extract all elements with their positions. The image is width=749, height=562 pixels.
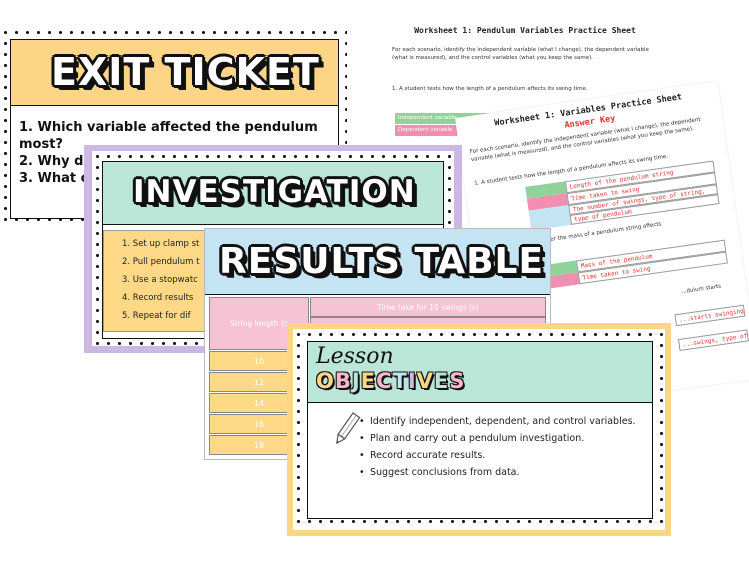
investigation-title: INVESTIGATION [133, 174, 416, 210]
objectives-card: Lesson OBJECTIVES Identify independent, … [307, 341, 653, 519]
objectives-title: OBJECTIVES [316, 369, 465, 393]
exit-ticket-question: 2. Why do [19, 154, 93, 169]
worksheet-question-1: 1. A student tests how the length of a p… [392, 86, 588, 92]
objectives-title-letter: E [433, 369, 450, 393]
investigation-step: 5. Repeat for dif [122, 311, 191, 321]
lesson-objectives-slide: Lesson OBJECTIVES Identify independent, … [287, 323, 671, 536]
answer-key-question-3: ...dulum starts [681, 283, 722, 296]
exit-ticket-title: EXIT TICKET [51, 50, 320, 94]
answer-key-row-color [528, 205, 572, 231]
objective-item: Identify independent, dependent, and con… [359, 416, 636, 427]
objective-item: Suggest conclusions from data. [359, 467, 519, 478]
results-column-time: Time take for 10 swings (s) [310, 297, 546, 317]
answer-key-q3-answer: ...swings, type of [677, 329, 749, 352]
exit-ticket-question: 3. What c [19, 171, 89, 186]
objectives-title-letter: T [392, 369, 408, 393]
pencil-icon [336, 412, 361, 445]
objective-item: Plan and carry out a pendulum investigat… [359, 433, 584, 444]
worksheet-instructions: For each scenario, identify the independ… [392, 47, 649, 61]
objectives-title-letter: J [351, 369, 361, 393]
objectives-title-letter: V [416, 369, 434, 393]
objectives-title-letter: B [334, 369, 352, 393]
exit-ticket-header: EXIT TICKET [11, 40, 338, 106]
objectives-title-letter: I [407, 369, 417, 393]
exit-ticket-question: most? [19, 137, 63, 152]
objectives-title-letter: S [449, 369, 466, 393]
objectives-title-letter: E [360, 369, 377, 393]
objectives-title-letter: C [376, 369, 393, 393]
investigation-step: 3. Use a stopwatc [122, 275, 198, 285]
worksheet-row-independent: Independent variable [395, 113, 495, 124]
worksheet-page: Worksheet 1: Pendulum Variables Practice… [380, 18, 670, 138]
investigation-step: 4. Record results [122, 293, 194, 303]
results-length-cell: 14 [209, 393, 309, 413]
results-table-title: RESULTS TABLE [219, 241, 545, 282]
objective-item: Record accurate results. [359, 450, 485, 461]
worksheet-title: Worksheet 1: Pendulum Variables Practice… [414, 26, 636, 35]
objectives-header: Lesson OBJECTIVES [308, 342, 652, 403]
investigation-step: 2. Pull pendulum t [122, 257, 200, 267]
objectives-lesson-word: Lesson [316, 344, 394, 369]
worksheet-row-dependent: Dependent variable [395, 125, 495, 136]
results-length-cell: 12 [209, 372, 309, 392]
answer-key-q3-answer: ...starts swinging [674, 304, 746, 327]
objectives-title-letter: O [316, 369, 335, 393]
results-table-header: RESULTS TABLE [205, 229, 550, 295]
exit-ticket-question: 1. Which variable affected the pendulum [19, 120, 318, 135]
investigation-header: INVESTIGATION [103, 162, 443, 225]
investigation-step: 1. Set up clamp st [122, 239, 200, 249]
